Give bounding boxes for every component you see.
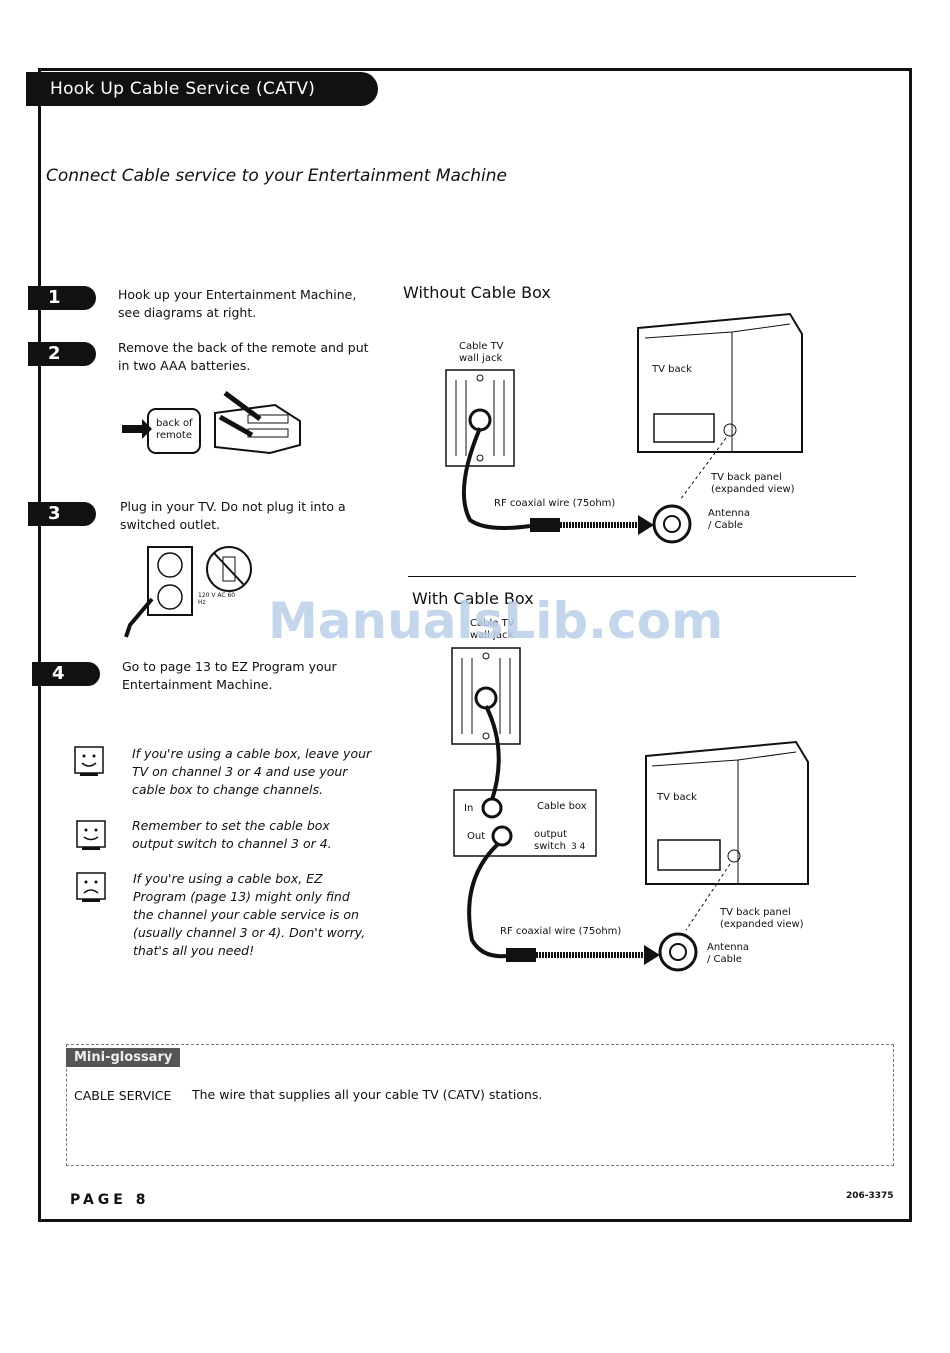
remote-battery-illustration bbox=[122, 390, 301, 455]
step-2-badge: 2 bbox=[28, 342, 96, 366]
step-1-badge: 1 bbox=[28, 286, 96, 310]
step-4-badge: 4 bbox=[32, 662, 100, 686]
without-cable-box-diagram bbox=[445, 312, 803, 544]
with-cable-box-diagram bbox=[451, 647, 809, 972]
tv-back-label-2: TV back bbox=[657, 792, 697, 803]
output-switch-channels: 3 4 bbox=[571, 842, 586, 852]
glossary-definition: The wire that supplies all your cable TV… bbox=[192, 1087, 543, 1102]
wall-jack-label-2: Cable TV wall jack bbox=[470, 618, 515, 641]
section-divider bbox=[408, 576, 856, 577]
page-subtitle: Connect Cable service to your Entertainm… bbox=[46, 166, 507, 186]
page-title: Hook Up Cable Service (CATV) bbox=[26, 72, 378, 106]
remote-label: back of remote bbox=[156, 418, 193, 441]
step-1-text: Hook up your Entertainment Machine, see … bbox=[118, 287, 357, 320]
with-cable-box-title: With Cable Box bbox=[412, 589, 534, 608]
step-3-text: Plug in your TV. Do not plug it into a s… bbox=[120, 499, 346, 532]
cable-box-in-label: In bbox=[464, 803, 474, 814]
rf-wire-label-2: RF coaxial wire (75ohm) bbox=[500, 926, 622, 937]
step-3-badge: 3 bbox=[28, 502, 96, 526]
mini-glossary-title: Mini-glossary bbox=[66, 1048, 181, 1067]
document-code: 206-3375 bbox=[846, 1191, 894, 1201]
antenna-cable-label-2: Antenna / Cable bbox=[707, 942, 750, 965]
tip-1-text: If you're using a cable box, leave your … bbox=[132, 746, 372, 797]
outlet-illustration bbox=[124, 546, 252, 638]
page-number: PAGE 8 bbox=[70, 1192, 150, 1208]
frown-face-icon bbox=[76, 872, 106, 902]
smiley-face-icon bbox=[74, 746, 104, 776]
tip-2-text: Remember to set the cable box output swi… bbox=[132, 818, 332, 851]
tip-3-text: If you're using a cable box, EZ Program … bbox=[133, 871, 366, 958]
antenna-cable-label: Antenna / Cable bbox=[708, 508, 751, 531]
outlet-voltage-label: 120 V AC 60 Hz bbox=[198, 592, 236, 606]
page-frame bbox=[38, 68, 912, 1222]
watermark: ManualsLib.com bbox=[268, 592, 724, 650]
neutral-face-icon bbox=[76, 820, 106, 850]
cable-box-out-label: Out bbox=[467, 831, 486, 842]
mini-glossary-box bbox=[66, 1044, 894, 1166]
tv-back-label: TV back bbox=[652, 364, 692, 375]
wall-jack-label: Cable TV wall jack bbox=[459, 341, 504, 364]
cable-box-label: Cable box bbox=[537, 801, 587, 812]
tv-back-panel-label: TV back panel (expanded view) bbox=[711, 472, 795, 495]
rf-wire-label: RF coaxial wire (75ohm) bbox=[494, 498, 616, 509]
step-2-text: Remove the back of the remote and put in… bbox=[118, 340, 369, 373]
tv-back-panel-label-2: TV back panel (expanded view) bbox=[720, 907, 804, 930]
glossary-term: CABLE SERVICE bbox=[74, 1088, 172, 1103]
output-switch-label: output switch bbox=[534, 829, 567, 852]
step-4-text: Go to page 13 to EZ Program your Enterta… bbox=[122, 659, 337, 692]
without-cable-box-title: Without Cable Box bbox=[403, 283, 551, 302]
